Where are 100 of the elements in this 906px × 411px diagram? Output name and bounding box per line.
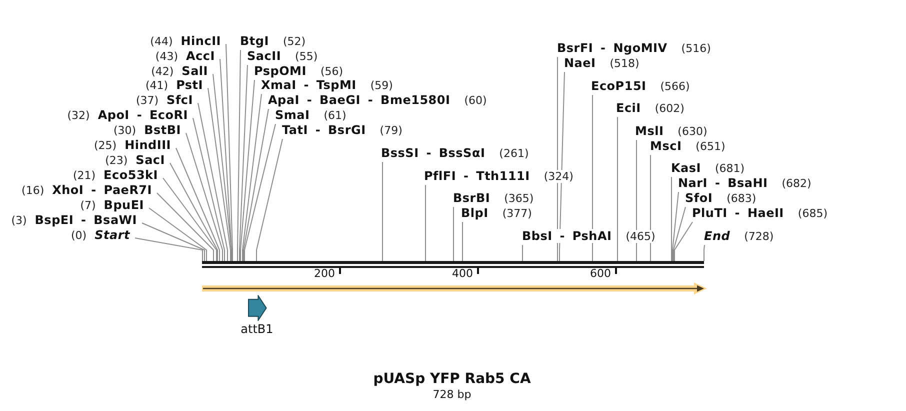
enzyme-name: BssSI - BssSαI [381,146,486,160]
leader-line [156,192,214,262]
leader-line [212,74,232,262]
leader-line [148,208,207,262]
enzyme-name: BsrBI [453,191,490,205]
enzyme-name: KasI [671,161,702,175]
scale-label: 600 [590,267,611,280]
enzyme-name: PspOMI [254,64,306,78]
enzyme-name: ApoI - EcoRI [98,108,188,122]
site-position: (60) [464,94,487,107]
site-position: (56) [320,65,344,78]
enzyme-name: MslI [635,124,664,138]
site-position: (32) [67,109,90,122]
terminus-label: End [704,229,730,243]
enzyme-name: SacI [136,153,165,167]
leader-line [453,206,454,262]
enzyme-name: PflFI - Tth111I [424,169,530,183]
leader-line [198,102,228,262]
enzyme-name: BsrFI - NgoMIV [557,41,668,55]
scale-label: 400 [452,267,473,280]
feature-label: attB1 [240,322,274,336]
site-position: (30) [114,124,136,137]
leader-line [244,124,276,262]
leader-line [617,116,618,262]
enzyme-name: BtgI [240,34,269,48]
site-position: (7) [80,199,96,212]
enzyme-name: BlpI [461,206,488,220]
site-position: (55) [295,50,318,63]
leader-line [134,238,203,262]
leader-line [650,154,651,262]
enzyme-name: AccI [186,49,215,63]
enzyme-name: NarI - BsaHI [678,176,768,190]
leader-line [674,222,693,262]
enzyme-name: Eco53kI [104,168,158,182]
enzyme-name: HindIII [124,138,171,152]
leader-line [208,88,231,262]
site-position: (566) [660,80,690,93]
enzyme-name: SfoI [685,191,713,205]
site-position: (377) [502,207,532,220]
enzyme-name: TatI - BsrGI [282,123,366,137]
leader-line [256,138,283,262]
leader-line [170,162,218,262]
site-position: (59) [370,79,393,92]
site-position: (261) [499,147,529,160]
leader-line [636,140,637,262]
site-position: (37) [136,94,159,107]
enzyme-name: BspEI - BsaWI [34,213,137,227]
site-position: (682) [782,177,812,190]
scale-label: 200 [314,267,335,280]
leader-line [237,50,241,262]
leader-line [142,222,205,262]
site-position: (42) [151,65,174,78]
site-position: (3) [11,214,27,227]
enzyme-name: SalI [182,64,208,78]
leader-line [673,206,686,262]
leader-line [240,80,255,262]
enzyme-name: ApaI - BaeGI - Bme1580I [268,93,450,107]
enzyme-name: MscI [650,139,682,153]
leader-line [242,94,262,262]
enzyme-name: BstBI [144,123,181,137]
diagram-title: pUASp YFP Rab5 CA [373,371,531,388]
sequence-length: 728 bp [432,388,472,401]
site-position: (43) [155,50,178,63]
terminus-label: Start [94,228,130,242]
enzyme-name: HincII [180,34,221,48]
leader-line [592,94,593,262]
leader-line [186,132,223,262]
site-position: (21) [72,169,96,182]
leader-line [243,108,269,262]
feature-marker [248,295,266,321]
site-position: (630) [678,125,708,138]
enzyme-name: BpuEI [104,198,144,212]
site-position: (728) [744,230,774,243]
site-position: (41) [145,79,168,92]
leader-line [162,178,217,262]
site-position: (0) [71,229,87,242]
site-position: (681) [715,162,745,175]
leader-line [239,64,248,262]
leader-line [672,192,679,262]
leader-line [425,184,426,262]
enzyme-name: EcoP15I [591,79,646,93]
site-position: (52) [282,35,306,48]
site-position: (518) [610,57,640,70]
leader-line [704,244,705,262]
site-position: (79) [380,124,402,137]
leader-line [557,56,558,262]
enzyme-name: EciI [616,101,641,115]
leader-line [192,118,225,262]
leader-line [462,222,463,262]
site-position: (516) [681,42,711,55]
leader-line [522,244,523,262]
site-position: (685) [798,207,828,220]
dna-sequence-bar [202,261,704,268]
site-position: (465) [626,230,656,243]
enzyme-name: SacII [247,49,282,63]
leader-line [226,44,233,262]
leader-line [176,148,220,262]
enzyme-name: XmaI - TspMI [261,78,356,92]
enzyme-name: SmaI [275,108,310,122]
site-position: (683) [726,192,756,205]
